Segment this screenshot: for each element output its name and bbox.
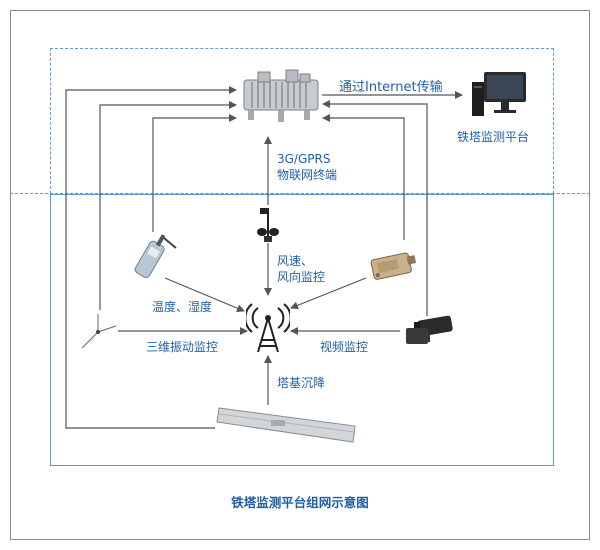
temp-uplink <box>152 114 237 232</box>
diagram-frame <box>10 10 590 540</box>
vibration-label: 三维振动监控 <box>146 340 219 354</box>
wind-label-line1: 风速、 <box>277 254 314 268</box>
platform-label: 铁塔监测平台 <box>457 130 530 144</box>
camera-uplink <box>322 100 428 316</box>
sensor-box-to-tower <box>290 277 367 310</box>
temp-to-tower <box>164 277 245 312</box>
inclination-sensor-icon <box>370 252 417 280</box>
temp-humidity-label: 温度、湿度 <box>152 300 213 314</box>
video-label: 视频监控 <box>320 340 369 354</box>
three-axis-vibration-sensor-icon <box>81 314 117 349</box>
settlement-gauge-bar-icon <box>216 407 356 443</box>
iot-terminal-device-icon <box>243 69 319 122</box>
wind-label-line2: 风向监控 <box>277 270 326 284</box>
terminal-label-line2: 物联网终端 <box>277 168 338 182</box>
temperature-humidity-sensor-icon <box>134 234 177 278</box>
video-camera-icon <box>406 315 453 344</box>
signal-tower-icon <box>246 303 290 353</box>
anemometer-icon <box>257 208 279 242</box>
internet-link-label: 通过Internet传输 <box>339 80 443 95</box>
diagram-caption: 铁塔监测平台组网示意图 <box>231 495 369 510</box>
settlement-uplink <box>65 86 237 429</box>
sensor-box-uplink <box>322 114 405 240</box>
desktop-computer-icon <box>472 72 526 116</box>
sensor-zone <box>50 194 554 466</box>
settlement-label: 塔基沉降 <box>277 376 326 390</box>
vibration-uplink <box>99 101 237 310</box>
terminal-label-line1: 3G/GPRS <box>277 152 331 166</box>
zone-divider <box>10 193 590 194</box>
